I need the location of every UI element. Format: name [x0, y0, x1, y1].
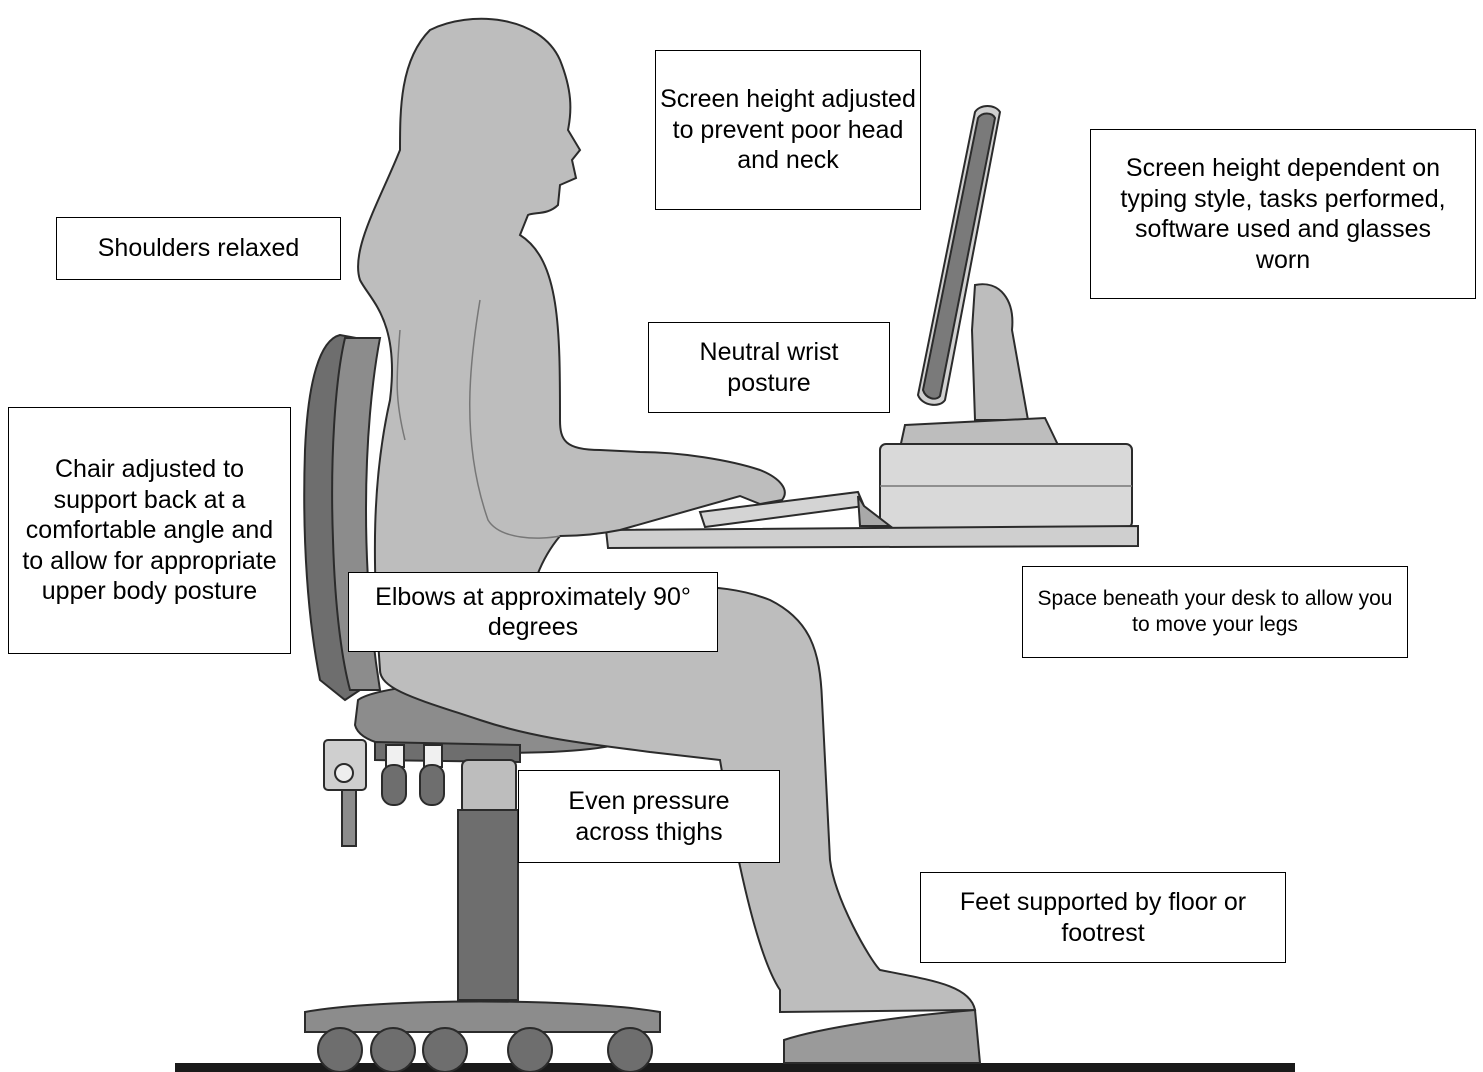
- label-feet-text: Feet supported by floor or footrest: [941, 887, 1265, 948]
- label-thighs-text: Even pressure across thighs: [537, 786, 761, 847]
- label-shoulders-text: Shoulders relaxed: [98, 233, 300, 264]
- monitor: [900, 106, 1058, 448]
- label-elbows: Elbows at approximately 90° degrees: [348, 572, 718, 652]
- footrest: [784, 1010, 980, 1063]
- label-thighs: Even pressure across thighs: [518, 770, 780, 863]
- label-screen-height-neck: Screen height adjusted to prevent poor h…: [655, 50, 921, 210]
- label-screen-height-dependent: Screen height dependent on typing style,…: [1090, 129, 1476, 299]
- label-space-beneath: Space beneath your desk to allow you to …: [1022, 566, 1408, 658]
- label-chair-text: Chair adjusted to support back at a comf…: [19, 454, 280, 607]
- desk: [606, 526, 1138, 548]
- label-elbows-text: Elbows at approximately 90° degrees: [359, 582, 707, 643]
- label-screen-height-dependent-text: Screen height dependent on typing style,…: [1107, 153, 1459, 275]
- label-space-beneath-text: Space beneath your desk to allow you to …: [1037, 586, 1393, 637]
- label-screen-height-neck-text: Screen height adjusted to prevent poor h…: [656, 84, 920, 176]
- label-shoulders: Shoulders relaxed: [56, 217, 341, 280]
- label-wrist: Neutral wrist posture: [648, 322, 890, 413]
- label-chair: Chair adjusted to support back at a comf…: [8, 407, 291, 654]
- label-feet: Feet supported by floor or footrest: [920, 872, 1286, 963]
- label-wrist-text: Neutral wrist posture: [661, 337, 877, 398]
